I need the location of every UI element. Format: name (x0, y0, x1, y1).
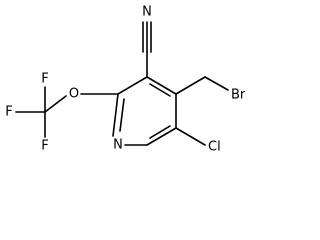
trifluoromethoxy-group: O F F F (5, 72, 119, 154)
nitrile-group: N (142, 5, 152, 78)
atom-n-nitrile: N (142, 5, 152, 20)
bond-c5-c6-inner (149, 125, 171, 139)
atom-br: Br (231, 88, 246, 103)
bond-c3-c4-inner (149, 83, 171, 97)
bromomethyl-group: Br (175, 76, 246, 103)
bond-ch2-br (204, 76, 229, 91)
chloro-group: Cl (175, 127, 221, 155)
bond-c5-cl (175, 127, 206, 146)
atom-f-left: F (5, 105, 12, 120)
pyridine-ring (112, 76, 177, 146)
atom-f-bottom: F (41, 139, 48, 154)
atom-n-ring: N (113, 138, 123, 153)
atom-f-top: F (41, 72, 48, 87)
bond-c3-c4 (146, 76, 177, 95)
bond-n1-c2 (112, 93, 119, 137)
bond-c2-c3 (117, 76, 148, 95)
bond-c5-c6 (146, 127, 177, 146)
atom-o: O (69, 87, 79, 102)
chemical-structure: N O F F F Br N Cl (5, 5, 246, 155)
bond-c4-ch2 (175, 76, 206, 95)
atom-cl: Cl (208, 140, 221, 155)
bond-o-cf3 (44, 95, 67, 113)
bond-n1-c2-inner (119, 98, 125, 132)
